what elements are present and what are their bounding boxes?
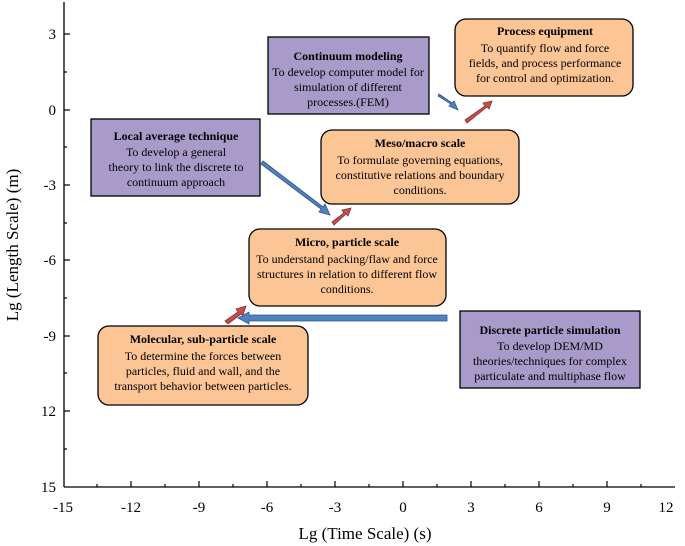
- box-text-line: conditions.: [321, 282, 374, 296]
- x-tick-label: -6: [261, 500, 274, 516]
- x-tick-label: 9: [603, 500, 611, 516]
- box-title: Continuum modeling: [293, 49, 402, 63]
- box-text-line: fields, and process performance: [469, 56, 622, 70]
- x-tick-labels: -15 -12 -9 -6 -3 0 3 6 9 12: [53, 500, 674, 516]
- box-title: Micro, particle scale: [295, 235, 400, 249]
- red-arrow-molecular-to-micro: [224, 305, 247, 325]
- x-axis-title: Lg (Time Scale) (s): [299, 524, 432, 543]
- box-title: Meso/macro scale: [375, 136, 466, 150]
- x-tick-label: -9: [193, 500, 206, 516]
- x-tick-label: 0: [399, 500, 407, 516]
- local-average-technique-box: Local average technique To develop a gen…: [90, 118, 261, 197]
- x-tick-label: 3: [467, 500, 475, 516]
- y-tick-label: -3: [44, 178, 57, 194]
- box-text-line: To formulate governing equations,: [337, 153, 503, 167]
- blue-arrow-discrete-to-micro: [237, 311, 448, 325]
- box-text-line: conditions.: [394, 183, 447, 197]
- box-text-line: processes.(FEM): [307, 95, 389, 109]
- box-text-line: To develop a general: [126, 145, 227, 159]
- y-tick-label: -6: [44, 253, 57, 269]
- molecular-sub-particle-scale-box: Molecular, sub-particle scale To determi…: [97, 325, 309, 406]
- red-arrow-meso-to-process: [464, 100, 493, 124]
- box-text-line: particulate and multiphase flow: [474, 369, 626, 383]
- box-text-line: To determine the forces between: [125, 349, 281, 363]
- box-title: Discrete particle simulation: [479, 323, 620, 337]
- axes: 3 0 -3 -6 -9 12 15 -15 -12 -9 -6 -3 0 3 …: [3, 2, 675, 543]
- box-text-line: simulation of different: [294, 80, 402, 94]
- box-text-line: transport behavior between particles.: [114, 379, 291, 393]
- x-tick-label: 12: [659, 500, 674, 516]
- micro-particle-scale-box: Micro, particle scale To understand pack…: [248, 228, 447, 307]
- y-tick-label: 0: [49, 103, 57, 119]
- box-text-line: structures in relation to different flow: [257, 267, 437, 281]
- box-text-line: To understand packing/flaw and force: [256, 252, 438, 266]
- y-ticks: [64, 33, 70, 450]
- box-title: Local average technique: [114, 129, 239, 143]
- red-arrow-micro-to-meso: [331, 207, 352, 226]
- x-tick-label: -15: [53, 500, 73, 516]
- box-text-line: theories/techniques for complex: [473, 354, 627, 368]
- box-text-line: To develop computer model for: [272, 65, 424, 79]
- y-tick-label: 15: [41, 480, 56, 496]
- box-text-line: particles, fluid and wall, and the: [126, 364, 280, 378]
- arrows: [224, 93, 493, 325]
- box-text-line: To quantify flow and force: [481, 41, 609, 55]
- discrete-particle-simulation-box: Discrete particle simulation To develop …: [459, 310, 641, 389]
- x-ticks: [96, 481, 642, 487]
- y-axis-title: Lg (Length Scale) (m): [3, 169, 22, 321]
- y-tick-label: -9: [44, 329, 57, 345]
- blue-arrow-continuum-to-process: [437, 93, 459, 111]
- box-text-line: for control and optimization.: [476, 71, 614, 85]
- box-text-line: To develop DEM/MD: [497, 339, 603, 353]
- blue-arrow-local-to-micro: [260, 160, 331, 216]
- x-tick-label: 6: [535, 500, 543, 516]
- box-title: Process equipment: [497, 24, 593, 38]
- x-tick-label: -3: [329, 500, 342, 516]
- y-tick-label: 12: [41, 404, 56, 420]
- process-equipment-box: Process equipment To quantify flow and f…: [454, 18, 634, 97]
- y-tick-label: 3: [49, 27, 57, 43]
- x-tick-label: -12: [121, 500, 141, 516]
- box-text-line: constitutive relations and boundary: [336, 168, 505, 182]
- box-title: Molecular, sub-particle scale: [130, 332, 277, 346]
- box-text-line: theory to link the discrete to: [109, 160, 244, 174]
- continuum-modeling-box: Continuum modeling To develop computer m…: [267, 36, 430, 115]
- meso-macro-scale-box: Meso/macro scale To formulate governing …: [320, 129, 520, 205]
- box-text-line: continuum approach: [127, 175, 225, 189]
- y-tick-labels: 3 0 -3 -6 -9 12 15: [41, 27, 56, 496]
